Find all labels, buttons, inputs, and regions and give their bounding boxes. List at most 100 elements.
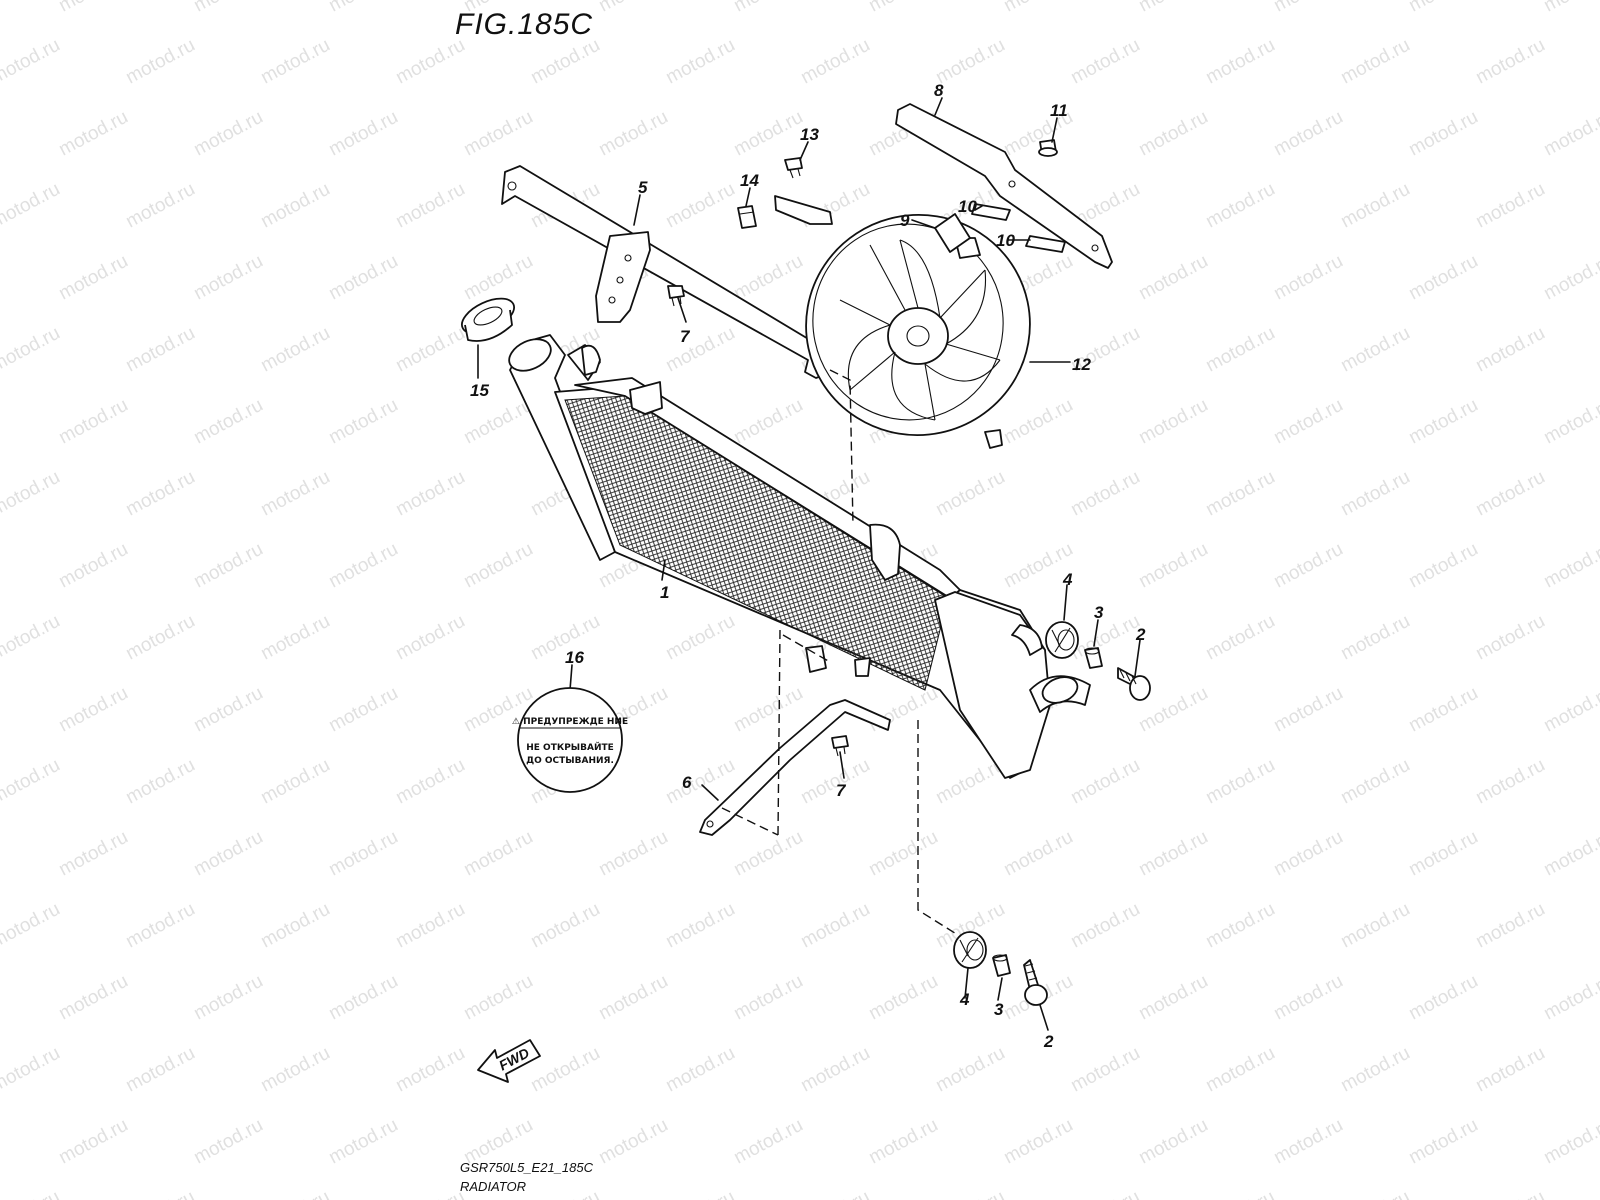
watermark-text: motod.ru xyxy=(55,971,131,1025)
watermark-text: motod.ru xyxy=(1202,899,1278,953)
watermark-text: motod.ru xyxy=(460,827,536,881)
watermark-text: motod.ru xyxy=(1540,827,1600,881)
watermark-text: motod.ru xyxy=(1337,323,1413,377)
watermark-text: motod.ru xyxy=(1135,395,1211,449)
watermark-text: motod.ru xyxy=(325,251,401,305)
watermark-text: motod.ru xyxy=(1202,611,1278,665)
part-3-collar-upper xyxy=(1084,647,1103,669)
watermark-text: motod.ru xyxy=(55,1115,131,1169)
watermark-text: motod.ru xyxy=(0,323,64,377)
watermark-text: motod.ru xyxy=(1540,0,1600,16)
watermark-text: motod.ru xyxy=(0,755,64,809)
watermark-text: motod.ru xyxy=(257,179,333,233)
watermark-text: motod.ru xyxy=(1202,1043,1278,1097)
watermark-text: motod.ru xyxy=(865,1115,941,1169)
part-4-grommet-upper xyxy=(1045,621,1079,659)
watermark-text: motod.ru xyxy=(1202,179,1278,233)
watermark-text: motod.ru xyxy=(257,467,333,521)
watermark-text: motod.ru xyxy=(122,323,198,377)
watermark-text: motod.ru xyxy=(1000,827,1076,881)
watermark-text: motod.ru xyxy=(1337,35,1413,89)
watermark-text: motod.ru xyxy=(1202,467,1278,521)
watermark-text: motod.ru xyxy=(257,611,333,665)
watermark-text: motod.ru xyxy=(190,395,266,449)
watermark-text: motod.ru xyxy=(325,683,401,737)
watermark-text: motod.ru xyxy=(1337,899,1413,953)
watermark-text: motod.ru xyxy=(1067,1043,1143,1097)
watermark-text: motod.ru xyxy=(865,827,941,881)
watermark-text: motod.ru xyxy=(1540,395,1600,449)
watermark-text: motod.ru xyxy=(1337,755,1413,809)
watermark-text: motod.ru xyxy=(662,323,738,377)
callout-7-upper: 7 xyxy=(680,327,691,346)
part-2-bolt-lower xyxy=(1023,959,1048,1006)
callout-2-upper: 2 xyxy=(1135,625,1146,644)
watermark-text: motod.ru xyxy=(730,827,806,881)
watermark-text: motod.ru xyxy=(1472,179,1548,233)
watermark-text: motod.ru xyxy=(730,395,806,449)
watermark-text: motod.ru xyxy=(392,611,468,665)
part-2-bolt-upper xyxy=(1117,667,1151,701)
watermark-text: motod.ru xyxy=(865,0,941,16)
watermark-text: motod.ru xyxy=(730,971,806,1025)
watermark-text: motod.ru xyxy=(325,971,401,1025)
callout-16: 16 xyxy=(565,648,584,667)
watermark-text: motod.ru xyxy=(392,35,468,89)
watermark-text: motod.ru xyxy=(122,1187,198,1200)
watermark-text: motod.ru xyxy=(1135,1115,1211,1169)
warning-label-line3: ДО ОСТЫВАНИЯ. xyxy=(526,756,614,766)
watermark-text: motod.ru xyxy=(55,827,131,881)
watermark-text: motod.ru xyxy=(595,971,671,1025)
watermark-text: motod.ru xyxy=(1202,755,1278,809)
watermark-text: motod.ru xyxy=(797,1187,873,1200)
watermark-text: motod.ru xyxy=(797,1043,873,1097)
callout-3-lower: 3 xyxy=(994,1000,1004,1019)
watermark-text: motod.ru xyxy=(257,1043,333,1097)
watermark-text: motod.ru xyxy=(325,539,401,593)
watermark-text: motod.ru xyxy=(1067,35,1143,89)
watermark-text: motod.ru xyxy=(122,899,198,953)
watermark-text: motod.ru xyxy=(527,1043,603,1097)
callout-14: 14 xyxy=(740,171,759,190)
part-14-clip xyxy=(737,205,757,229)
watermark-text: motod.ru xyxy=(1540,683,1600,737)
watermark-text: motod.ru xyxy=(1135,971,1211,1025)
watermark-text: motod.ru xyxy=(595,0,671,16)
watermark-text: motod.ru xyxy=(325,0,401,16)
watermark-text: motod.ru xyxy=(1337,1187,1413,1200)
watermark-text: motod.ru xyxy=(1202,35,1278,89)
watermark-text: motod.ru xyxy=(325,107,401,161)
watermark-text: motod.ru xyxy=(392,1187,468,1200)
part-16-warning-label: ⚠ ПРЕДУПРЕЖДЕ НИЕ НЕ ОТКРЫВАЙТЕ ДО ОСТЫВ… xyxy=(512,687,628,793)
watermark-text: motod.ru xyxy=(190,683,266,737)
watermark-text: motod.ru xyxy=(190,107,266,161)
watermark-text: motod.ru xyxy=(1472,323,1548,377)
watermark-text: motod.ru xyxy=(1540,539,1600,593)
watermark-text: motod.ru xyxy=(1000,395,1076,449)
watermark-text: motod.ru xyxy=(730,107,806,161)
watermark-text: motod.ru xyxy=(1540,971,1600,1025)
watermark-text: motod.ru xyxy=(1472,35,1548,89)
watermark-text: motod.ru xyxy=(55,683,131,737)
watermark-text: motod.ru xyxy=(595,107,671,161)
watermark-text: motod.ru xyxy=(55,395,131,449)
watermark-text: motod.ru xyxy=(595,1115,671,1169)
watermark-text: motod.ru xyxy=(1067,899,1143,953)
watermark-text: motod.ru xyxy=(190,251,266,305)
part-13-bolt xyxy=(784,157,803,179)
watermark-text: motod.ru xyxy=(1405,683,1481,737)
part-7-bolt-upper xyxy=(667,285,685,307)
watermark-text: motod.ru xyxy=(1067,755,1143,809)
watermark-text: motod.ru xyxy=(0,467,64,521)
watermark-text: motod.ru xyxy=(122,611,198,665)
watermark-text: motod.ru xyxy=(1270,683,1346,737)
watermark-text: motod.ru xyxy=(1270,971,1346,1025)
watermark-text: motod.ru xyxy=(1067,1187,1143,1200)
watermark-text: motod.ru xyxy=(0,1187,64,1200)
watermark-text: motod.ru xyxy=(55,0,131,16)
watermark-text: motod.ru xyxy=(797,35,873,89)
watermark-text: motod.ru xyxy=(122,179,198,233)
part-10-seal-b xyxy=(1025,235,1066,253)
callout-1: 1 xyxy=(660,583,669,602)
